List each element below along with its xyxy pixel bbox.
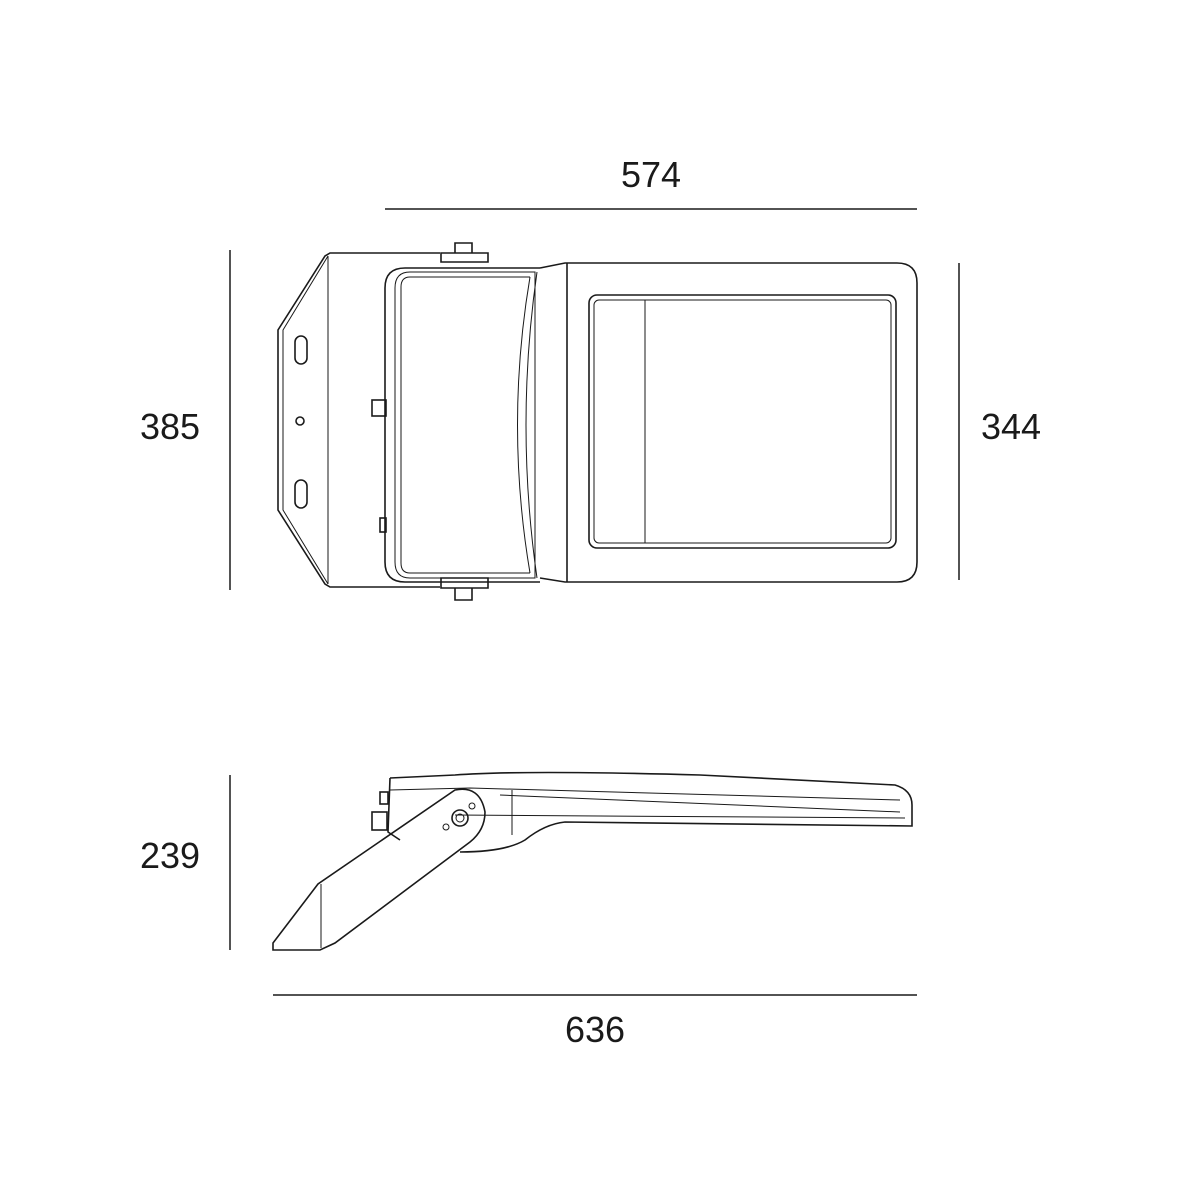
pivot-bolt (451, 809, 469, 827)
top-view (277, 242, 918, 601)
driver-housing (384, 267, 540, 583)
center-hole (295, 416, 305, 426)
slot-hole-top (294, 335, 308, 365)
mounting-bracket (277, 242, 489, 601)
valve (379, 517, 387, 533)
slot-hole-bottom (294, 479, 308, 509)
label-side-width: 636 (564, 1009, 626, 1050)
luminaire-body (371, 771, 913, 853)
led-module-housing (539, 262, 918, 583)
mounting-arm (272, 788, 486, 951)
label-top-right-height: 344 (980, 406, 1042, 447)
cable-gland (371, 811, 388, 831)
cable-gland (371, 399, 387, 417)
hinge-bolt-top (440, 242, 489, 263)
label-top-width: 574 (620, 154, 682, 195)
valve (379, 791, 389, 805)
led-lens-window (588, 294, 897, 549)
side-view (272, 771, 913, 951)
label-side-height: 239 (139, 835, 201, 876)
label-top-left-height: 385 (139, 406, 201, 447)
